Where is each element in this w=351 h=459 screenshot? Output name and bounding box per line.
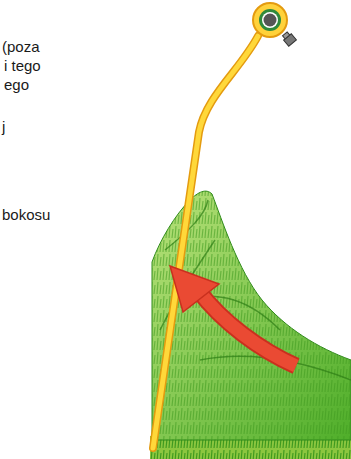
spool-hub: [264, 14, 277, 27]
spool: [253, 3, 287, 37]
cutting-line: [153, 36, 258, 448]
bolt: [281, 31, 296, 47]
arrow-shaft: [198, 290, 296, 366]
text-fragment: j: [2, 118, 5, 136]
arrow-head: [170, 266, 219, 312]
text-fragment: (poza: [2, 38, 40, 56]
spool-gap: [262, 12, 278, 28]
spool-ring: [259, 9, 281, 31]
text-fragment: i tego: [4, 57, 41, 75]
text-fragment: ego: [4, 76, 29, 94]
arrow-shaft-shadow: [198, 290, 296, 366]
cutting-line-outline: [153, 36, 258, 448]
text-fragment: bokosu: [2, 206, 50, 224]
